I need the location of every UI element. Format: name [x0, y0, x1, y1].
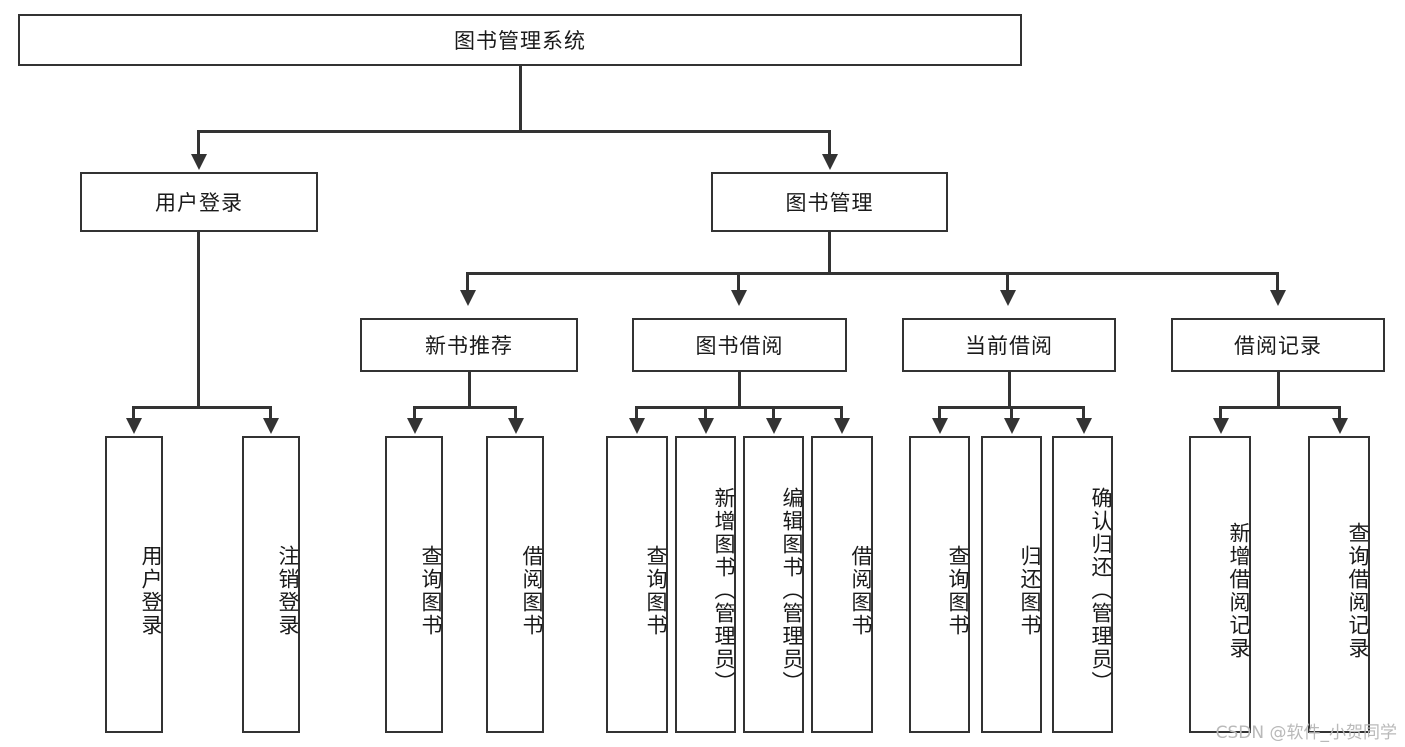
node-label: 用户登录	[139, 544, 163, 637]
watermark-text: CSDN @软件_小贺同学	[1215, 723, 1397, 743]
node-label: 查询图书	[946, 544, 970, 637]
connector-new-book-rec-leaf-2	[514, 406, 517, 422]
connector-new-book-rec-leaf-1	[413, 406, 416, 422]
connector-borrow-record-leaf-2	[1338, 406, 1341, 422]
arrow-new-book-rec-leaf-1	[407, 418, 423, 434]
node-label: 当前借阅	[965, 334, 1053, 358]
connector-user-login-stem	[197, 232, 200, 406]
arrow-current-borrow-leaf-3	[1076, 418, 1092, 434]
connector-to-borrow-record	[1276, 272, 1279, 292]
arrow-to-borrow-record	[1270, 290, 1286, 306]
leaf-add-borrow-record[interactable]: 新增借阅记录	[1189, 436, 1251, 733]
node-label: 图书管理	[785, 191, 874, 215]
node-user-login[interactable]: 用户登录	[80, 172, 318, 232]
node-current-borrow[interactable]: 当前借阅	[902, 318, 1116, 372]
connector-current-borrow-leaf-2	[1010, 406, 1013, 422]
node-label: 借阅图书	[520, 544, 544, 637]
arrow-current-borrow-leaf-2	[1004, 418, 1020, 434]
connector-root-to-user-login	[197, 130, 200, 156]
connector-current-borrow-stem	[1008, 372, 1011, 406]
arrow-root-to-user-login	[191, 154, 207, 170]
arrow-user-login-to-leaf-2	[263, 418, 279, 434]
arrow-new-book-rec-leaf-2	[508, 418, 524, 434]
leaf-query-book-current[interactable]: 查询图书	[909, 436, 970, 733]
leaf-borrow-book-rec[interactable]: 借阅图书	[486, 436, 544, 733]
connector-borrow-record-bus	[1219, 406, 1340, 409]
connector-current-borrow-leaf-3	[1082, 406, 1085, 422]
node-label: 借阅记录	[1234, 334, 1322, 358]
connector-to-current-borrow	[1006, 272, 1009, 292]
node-borrow-record[interactable]: 借阅记录	[1171, 318, 1385, 372]
leaf-query-book-borrow[interactable]: 查询图书	[606, 436, 668, 733]
arrow-borrow-record-leaf-1	[1213, 418, 1229, 434]
connector-book-mgmt-bus	[466, 272, 1278, 275]
node-label: 借阅图书	[849, 544, 873, 637]
connector-book-borrow-leaf-1	[635, 406, 638, 422]
node-root-system[interactable]: 图书管理系统	[18, 14, 1022, 66]
node-label: 编辑图书（管理员）	[780, 487, 804, 694]
arrow-book-borrow-leaf-1	[629, 418, 645, 434]
leaf-logout[interactable]: 注销登录	[242, 436, 300, 733]
node-label: 查询图书	[644, 544, 668, 637]
arrow-to-book-borrow	[731, 290, 747, 306]
leaf-query-book-rec[interactable]: 查询图书	[385, 436, 443, 733]
arrow-book-borrow-leaf-4	[834, 418, 850, 434]
connector-borrow-record-stem	[1277, 372, 1280, 406]
node-label: 归还图书	[1018, 544, 1042, 637]
leaf-borrow-book[interactable]: 借阅图书	[811, 436, 873, 733]
leaf-add-book-admin[interactable]: 新增图书（管理员）	[675, 436, 736, 733]
arrow-root-to-book-mgmt	[822, 154, 838, 170]
leaf-edit-book-admin[interactable]: 编辑图书（管理员）	[743, 436, 804, 733]
connector-book-borrow-bus	[635, 406, 843, 409]
arrow-book-borrow-leaf-2	[698, 418, 714, 434]
connector-book-borrow-leaf-3	[772, 406, 775, 422]
node-label: 注销登录	[276, 544, 300, 637]
leaf-confirm-return-admin[interactable]: 确认归还（管理员）	[1052, 436, 1113, 733]
node-label: 新增图书（管理员）	[712, 487, 736, 694]
connector-root-stem	[519, 66, 522, 130]
leaf-return-book[interactable]: 归还图书	[981, 436, 1042, 733]
arrow-current-borrow-leaf-1	[932, 418, 948, 434]
connector-book-mgmt-stem	[828, 232, 831, 272]
connector-new-book-rec-stem	[468, 372, 471, 406]
node-book-borrow[interactable]: 图书借阅	[632, 318, 847, 372]
node-label: 新书推荐	[425, 334, 513, 358]
node-label: 图书管理系统	[454, 29, 586, 53]
arrow-to-new-book-rec	[460, 290, 476, 306]
node-label: 图书借阅	[695, 334, 784, 358]
arrow-borrow-record-leaf-2	[1332, 418, 1348, 434]
arrow-user-login-to-leaf-1	[126, 418, 142, 434]
connector-user-login-bus	[132, 406, 270, 409]
connector-book-borrow-leaf-2	[704, 406, 707, 422]
connector-new-book-rec-bus	[413, 406, 517, 409]
connector-user-login-to-leaf-1	[132, 406, 135, 422]
connector-user-login-to-leaf-2	[269, 406, 272, 422]
node-label: 查询借阅记录	[1346, 521, 1370, 660]
node-label: 用户登录	[155, 191, 243, 215]
connector-book-borrow-stem	[738, 372, 741, 406]
connector-to-new-book-rec	[466, 272, 469, 292]
connector-current-borrow-leaf-1	[938, 406, 941, 422]
leaf-user-login[interactable]: 用户登录	[105, 436, 163, 733]
node-book-management[interactable]: 图书管理	[711, 172, 948, 232]
arrow-book-borrow-leaf-3	[766, 418, 782, 434]
node-label: 确认归还（管理员）	[1089, 487, 1113, 694]
connector-root-bus	[197, 130, 831, 133]
leaf-query-borrow-record[interactable]: 查询借阅记录	[1308, 436, 1370, 733]
arrow-to-current-borrow	[1000, 290, 1016, 306]
node-label: 新增借阅记录	[1227, 521, 1251, 660]
connector-root-to-book-mgmt	[828, 130, 831, 156]
connector-to-book-borrow	[737, 272, 740, 292]
node-label: 查询图书	[419, 544, 443, 637]
connector-borrow-record-leaf-1	[1219, 406, 1222, 422]
node-new-book-recommend[interactable]: 新书推荐	[360, 318, 578, 372]
connector-book-borrow-leaf-4	[840, 406, 843, 422]
